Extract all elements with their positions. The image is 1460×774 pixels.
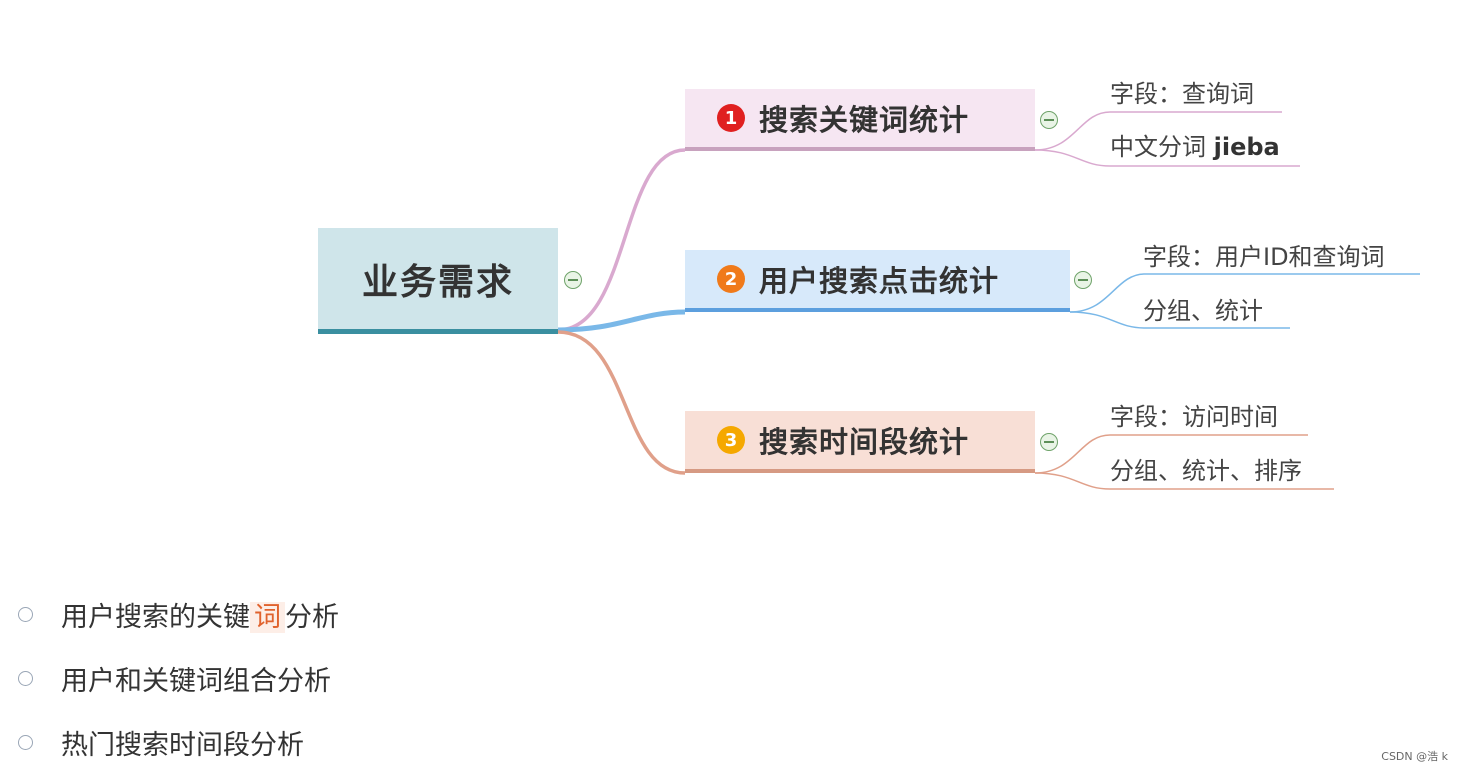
leaf-label: 分组、统计: [1143, 297, 1263, 325]
leaf-node[interactable]: 中文分词 jieba: [1110, 127, 1280, 162]
branch-node-3[interactable]: 3 搜索时间段统计: [685, 411, 1035, 473]
number-badge-1: 1: [717, 104, 745, 132]
branch-node-1[interactable]: 1 搜索关键词统计: [685, 89, 1035, 151]
bullet-text: 用户和关键词组合分析: [61, 665, 331, 697]
watermark: CSDN @浩 k: [1381, 750, 1448, 763]
collapse-icon[interactable]: [1074, 271, 1092, 289]
leaf-label: 字段：访问时间: [1110, 403, 1278, 431]
bullet-text: 热门搜索时间段分析: [61, 729, 304, 761]
highlighted-word: 词: [250, 601, 285, 633]
leaf-label-bold: jieba: [1213, 133, 1280, 161]
number-badge-3: 3: [717, 426, 745, 454]
leaf-node[interactable]: 字段：用户ID和查询词: [1143, 237, 1385, 272]
leaf-node[interactable]: 字段：访问时间: [1110, 397, 1278, 432]
branch-label-1: 搜索关键词统计: [759, 103, 970, 137]
leaf-label: 中文分词: [1110, 133, 1206, 161]
root-branch-3-connector: [557, 330, 686, 475]
branch-node-2[interactable]: 2 用户搜索点击统计: [685, 250, 1070, 312]
branch-label-2: 用户搜索点击统计: [759, 264, 1000, 298]
number-badge-2: 2: [717, 265, 745, 293]
list-item: 用户搜索的关键词分析: [18, 582, 339, 646]
leaf-node[interactable]: 分组、统计、排序: [1110, 451, 1302, 486]
leaf-label: 字段：查询词: [1110, 80, 1254, 108]
bullet-circle-icon: [18, 734, 33, 750]
leaf-label: 字段：用户ID和查询词: [1143, 243, 1385, 271]
branch-label-3: 搜索时间段统计: [759, 425, 970, 459]
root-label: 业务需求: [361, 260, 514, 303]
collapse-icon[interactable]: [564, 271, 582, 289]
list-item: 热门搜索时间段分析: [18, 710, 339, 774]
list-item: 用户和关键词组合分析: [18, 646, 339, 710]
leaf-node[interactable]: 字段：查询词: [1110, 74, 1254, 109]
bullet-circle-icon: [18, 670, 33, 686]
root-branch-2-connector: [557, 309, 686, 333]
leaf-node[interactable]: 分组、统计: [1143, 291, 1263, 326]
mindmap-root-node[interactable]: 业务需求: [318, 228, 558, 334]
root-branch-1-connector: [557, 148, 686, 332]
collapse-icon[interactable]: [1040, 433, 1058, 451]
bullet-circle-icon: [18, 606, 33, 622]
bullet-list: 用户搜索的关键词分析 用户和关键词组合分析 热门搜索时间段分析: [18, 582, 339, 774]
leaf-label: 分组、统计、排序: [1110, 457, 1302, 485]
bullet-text: 用户搜索的关键词分析: [61, 601, 339, 633]
collapse-icon[interactable]: [1040, 111, 1058, 129]
